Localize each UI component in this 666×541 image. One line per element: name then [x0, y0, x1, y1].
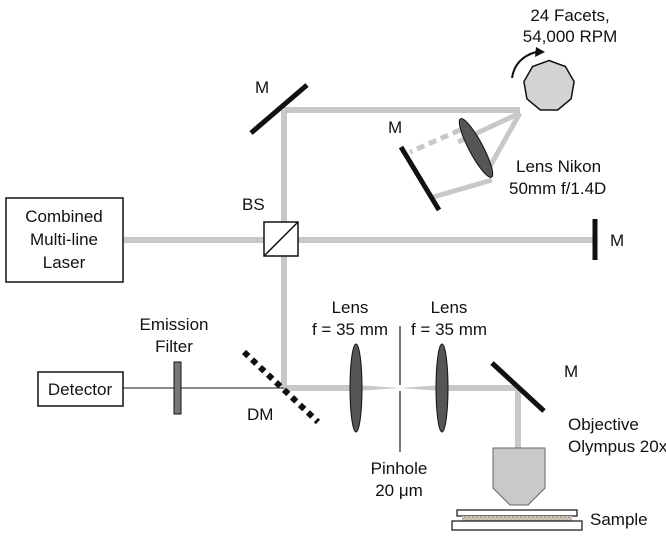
dm-label: DM	[247, 405, 273, 424]
objective-lens	[492, 447, 546, 506]
mirror-mid	[398, 145, 442, 212]
dichroic-mirror	[241, 349, 321, 425]
polygon-mirror	[523, 59, 575, 111]
sample-slide	[451, 509, 583, 531]
beam-focus-right	[400, 385, 442, 391]
pinhole-label-line2: 20 μm	[375, 481, 423, 500]
lens-right-label-line1: Lens	[431, 298, 468, 317]
lens-nikon-label-line2: 50mm f/1.4D	[509, 179, 606, 198]
emission-filter	[173, 361, 182, 415]
detector-label: Detector	[48, 380, 113, 399]
laser-box	[5, 197, 124, 283]
objective-label-line2: Olympus 20x	[568, 437, 666, 456]
pinhole-label-line1: Pinhole	[371, 459, 428, 478]
rotation-arrowhead-icon	[535, 47, 545, 57]
lens-right-label-line2: f = 35 mm	[411, 320, 487, 339]
mirror-bottom-label: M	[564, 362, 578, 381]
polygon-scanner	[511, 47, 575, 111]
mirror-mid-label: M	[388, 118, 402, 137]
laser-label-line3: Laser	[43, 253, 86, 272]
detector-box	[37, 371, 124, 407]
lens-35mm-left	[349, 343, 363, 433]
emission-filter-label-line2: Filter	[155, 337, 193, 356]
lens-35mm-right	[435, 343, 449, 433]
mirror-top	[249, 83, 309, 135]
beam-paths	[123, 107, 593, 448]
laser-label-line1: Combined	[25, 207, 103, 226]
beam-splitter	[263, 221, 299, 257]
facets-label-line2: 54,000 RPM	[523, 27, 618, 46]
facets-label-line1: 24 Facets,	[530, 6, 609, 25]
lens-nikon-label-line1: Lens Nikon	[516, 157, 601, 176]
mirror-right-label: M	[610, 231, 624, 250]
objective-label-line1: Objective	[568, 415, 639, 434]
lens-nikon	[458, 118, 494, 178]
mirror-top-label: M	[255, 78, 269, 97]
laser-label-line2: Multi-line	[30, 230, 98, 249]
lens-left-label-line2: f = 35 mm	[312, 320, 388, 339]
mirror-bottom	[490, 361, 546, 413]
sample-label: Sample	[590, 510, 648, 529]
beam-focus-left	[356, 385, 400, 391]
beam-lens-to-mirror-dashed	[408, 127, 462, 155]
bs-label: BS	[242, 195, 265, 214]
beam-polygon-to-lens-b	[485, 111, 523, 172]
beam-lens-to-mirror-solid	[429, 177, 493, 201]
rotation-arrow-icon	[511, 51, 537, 79]
emission-filter-label-line1: Emission	[140, 315, 209, 334]
lens-left-label-line1: Lens	[332, 298, 369, 317]
